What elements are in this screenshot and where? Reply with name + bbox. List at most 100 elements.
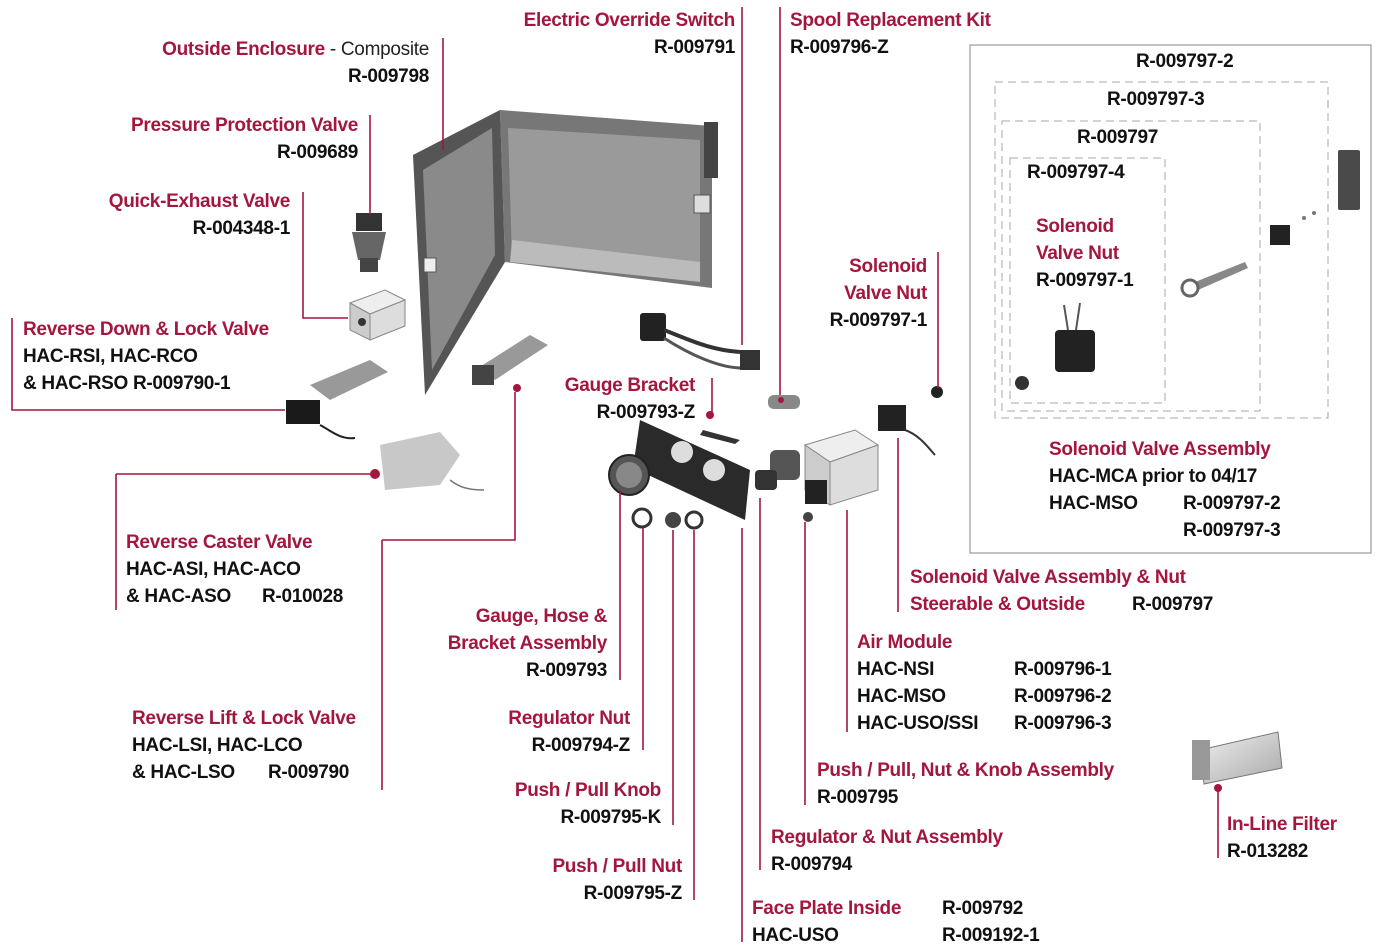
gauge-hose-title1: Gauge, Hose & bbox=[475, 606, 608, 627]
face-plate-part bbox=[608, 411, 750, 530]
reverse-caster-number: R-010028 bbox=[262, 586, 344, 607]
pressure-valve-part bbox=[352, 213, 386, 272]
reverse-lift-line1: HAC-LSI, HAC-LCO bbox=[132, 735, 303, 756]
push-pull-nut-title: Push / Pull Nut bbox=[552, 856, 682, 877]
reverse-down-line2: & HAC-RSO R-009790-1 bbox=[23, 373, 231, 394]
reverse-down-title: Reverse Down & Lock Valve bbox=[23, 319, 269, 340]
regulator-assembly-label: Regulator & Nut Assembly R-009794 bbox=[771, 824, 1003, 878]
spool-kit-label: Spool Replacement Kit R-009796-Z bbox=[790, 7, 991, 61]
solenoid-assembly-nut-number: R-009797 bbox=[1132, 594, 1214, 615]
push-pull-nut-number: R-009795-Z bbox=[583, 883, 683, 904]
pressure-protection-title: Pressure Protection Valve bbox=[131, 115, 358, 136]
solenoid-assembly-nut-title1: Solenoid Valve Assembly & Nut bbox=[910, 567, 1186, 588]
spool-kit-title: Spool Replacement Kit bbox=[790, 10, 991, 31]
push-pull-knob-number: R-009795-K bbox=[560, 807, 662, 828]
face-plate-model: HAC-USO bbox=[752, 925, 839, 946]
gauge-hose-label: Gauge, Hose & Bracket Assembly R-009793 bbox=[447, 603, 608, 684]
solenoid-kit-box bbox=[969, 44, 1372, 554]
reverse-down-part bbox=[286, 360, 388, 440]
reverse-lift-part bbox=[472, 335, 548, 392]
air-module-number-2: R-009796-2 bbox=[1014, 686, 1112, 707]
gauge-bracket-number: R-009793-Z bbox=[596, 402, 696, 423]
kit-inner-label: Solenoid Valve Nut R-009797-1 bbox=[1036, 213, 1134, 294]
outside-enclosure-label: Outside Enclosure - Composite R-009798 bbox=[162, 36, 429, 90]
inline-filter-title: In-Line Filter bbox=[1227, 814, 1337, 835]
kit-inner-number: R-009797-1 bbox=[1036, 270, 1134, 291]
quick-exhaust-number: R-004348-1 bbox=[192, 218, 291, 239]
regulator-nut-number: R-009794-Z bbox=[531, 735, 631, 756]
face-plate-title: Face Plate Inside bbox=[752, 898, 902, 919]
outside-enclosure-suffix: - Composite bbox=[324, 39, 429, 60]
push-pull-knob-label: Push / Pull Knob R-009795-K bbox=[515, 777, 661, 831]
face-plate-number1: R-009792 bbox=[942, 898, 1024, 919]
reverse-down-line1: HAC-RSI, HAC-RCO bbox=[23, 346, 198, 367]
enclosure-part bbox=[413, 110, 718, 395]
face-plate-number2: R-009192-1 bbox=[942, 925, 1040, 946]
air-module-number-1: R-009796-1 bbox=[1014, 659, 1112, 680]
gauge-bracket-title: Gauge Bracket bbox=[564, 375, 696, 396]
solenoid-nut-title1: Solenoid bbox=[849, 256, 927, 277]
push-pull-nut-label: Push / Pull Nut R-009795-Z bbox=[552, 853, 682, 907]
quick-exhaust-title: Quick-Exhaust Valve bbox=[108, 191, 291, 212]
kit-box3-label: R-009797 bbox=[1077, 127, 1159, 148]
solenoid-nut-number: R-009797-1 bbox=[829, 310, 928, 331]
reverse-caster-label: Reverse Caster Valve HAC-ASI, HAC-ACO & … bbox=[126, 529, 343, 610]
kit-assembly-row3-number: R-009797-3 bbox=[1183, 520, 1281, 541]
kit-box1-label: R-009797-2 bbox=[1136, 51, 1234, 72]
kit-inner-title2: Valve Nut bbox=[1036, 243, 1119, 264]
outside-enclosure-number: R-009798 bbox=[347, 66, 429, 87]
push-pull-assembly-number: R-009795 bbox=[817, 787, 899, 808]
gauge-bracket-label: Gauge Bracket R-009793-Z bbox=[564, 372, 696, 426]
solenoid-nut-title2: Valve Nut bbox=[844, 283, 927, 304]
air-module-model-3: HAC-USO/SSI bbox=[857, 713, 979, 734]
air-module-number-3: R-009796-3 bbox=[1014, 713, 1112, 734]
reverse-down-label: Reverse Down & Lock Valve HAC-RSI, HAC-R… bbox=[23, 316, 269, 397]
air-module-model-1: HAC-NSI bbox=[857, 659, 935, 680]
air-module-part bbox=[755, 386, 943, 522]
quick-exhaust-part bbox=[348, 289, 407, 341]
reverse-lift-number: R-009790 bbox=[268, 762, 350, 783]
pressure-protection-number: R-009689 bbox=[276, 142, 358, 163]
gauge-hose-title2: Bracket Assembly bbox=[447, 633, 608, 654]
air-module-model-2: HAC-MSO bbox=[857, 686, 946, 707]
leader-lines bbox=[11, 7, 1219, 942]
push-pull-knob-title: Push / Pull Knob bbox=[514, 780, 661, 801]
kit-inner-title1: Solenoid bbox=[1036, 216, 1114, 237]
quick-exhaust-label: Quick-Exhaust Valve R-004348-1 bbox=[108, 188, 291, 242]
regulator-nut-label: Regulator Nut R-009794-Z bbox=[508, 705, 630, 759]
kit-parts bbox=[1015, 150, 1360, 390]
solenoid-assembly-nut-title2: Steerable & Outside bbox=[910, 594, 1085, 615]
reverse-caster-line1: HAC-ASI, HAC-ACO bbox=[126, 559, 301, 580]
reverse-caster-title: Reverse Caster Valve bbox=[126, 532, 313, 553]
air-module-label: Air Module HAC-NSI R-009796-1 HAC-MSO R-00… bbox=[857, 629, 1112, 737]
electric-override-title: Electric Override Switch bbox=[523, 10, 736, 31]
electric-override-label: Electric Override Switch R-009791 bbox=[523, 7, 736, 61]
reverse-lift-label: Reverse Lift & Lock Valve HAC-LSI, HAC-L… bbox=[132, 705, 356, 786]
kit-box4-label: R-009797-4 bbox=[1027, 162, 1125, 183]
face-plate-label: Face Plate Inside R-009792 HAC-USO R-00919… bbox=[752, 895, 1040, 949]
regulator-assembly-title: Regulator & Nut Assembly bbox=[771, 827, 1003, 848]
reverse-caster-model: & HAC-ASO bbox=[126, 586, 231, 607]
spool-part bbox=[768, 395, 800, 409]
reverse-lift-title: Reverse Lift & Lock Valve bbox=[132, 708, 356, 729]
spool-kit-number: R-009796-Z bbox=[790, 37, 889, 58]
kit-assembly-row2-number: R-009797-2 bbox=[1183, 493, 1281, 514]
kit-assembly-title: Solenoid Valve Assembly bbox=[1049, 439, 1271, 460]
inline-filter-number: R-013282 bbox=[1227, 841, 1309, 862]
regulator-assembly-number: R-009794 bbox=[771, 854, 853, 875]
kit-assembly-label: Solenoid Valve Assembly HAC-MCA prior to… bbox=[1049, 436, 1281, 544]
electric-override-number: R-009791 bbox=[653, 37, 735, 58]
inline-filter-label: In-Line Filter R-013282 bbox=[1227, 811, 1337, 865]
reverse-caster-part bbox=[370, 432, 485, 491]
kit-assembly-row2-model: HAC-MSO bbox=[1049, 493, 1138, 514]
regulator-nut-title: Regulator Nut bbox=[508, 708, 630, 729]
push-pull-assembly-label: Push / Pull, Nut & Knob Assembly R-00979… bbox=[817, 757, 1114, 811]
electric-override-part bbox=[640, 313, 760, 370]
inline-filter-part bbox=[1192, 731, 1283, 792]
air-module-title: Air Module bbox=[857, 632, 953, 653]
solenoid-nut-label: Solenoid Valve Nut R-009797-1 bbox=[829, 253, 928, 334]
outside-enclosure-title: Outside Enclosure bbox=[162, 39, 325, 60]
reverse-lift-model: & HAC-LSO bbox=[132, 762, 235, 783]
pressure-protection-label: Pressure Protection Valve R-009689 bbox=[131, 112, 358, 166]
